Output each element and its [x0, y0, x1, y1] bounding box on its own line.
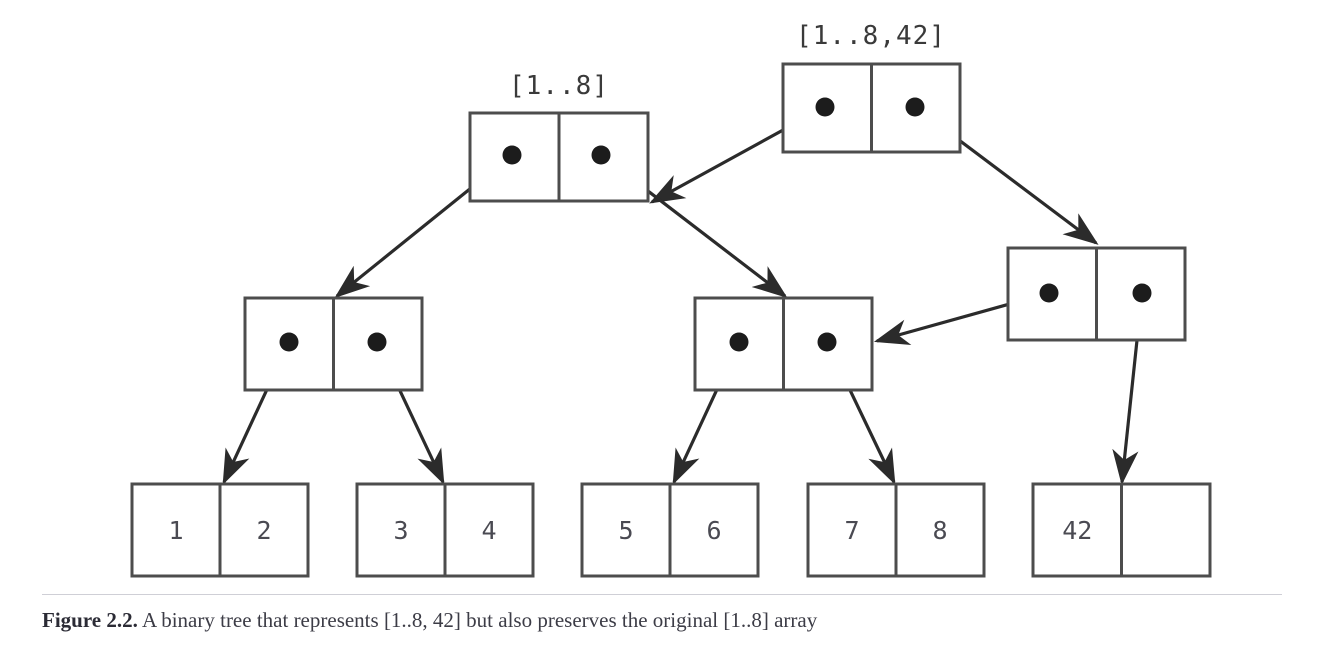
- leaf-node-7-8-cell-1: 8: [932, 516, 947, 545]
- leaf-node-3-4-cell-1: 4: [481, 516, 496, 545]
- leaf-node-7-8-cell-0: 7: [844, 516, 859, 545]
- internal-left-node-pointer-dot-1: [367, 332, 387, 352]
- leaf-node-42: 42: [1031, 482, 1212, 578]
- internal-far-right-node-pointer-dot-1: [1132, 283, 1152, 303]
- figure-caption-text: A binary tree that represents [1..8, 42]…: [137, 608, 818, 632]
- root-node: [1..8,42]: [781, 21, 962, 154]
- subtree-1-8-node-label: [1..8]: [509, 71, 609, 101]
- internal-far-right-node-pointer-dot-0: [1039, 283, 1059, 303]
- internal-left-node: [243, 296, 424, 392]
- internal-right-node: [693, 296, 874, 392]
- leaf-node-1-2-cell-1: 2: [256, 516, 271, 545]
- subtree-1-8-node: [1..8]: [468, 71, 650, 203]
- leaf-node-5-6-cell-1: 6: [706, 516, 721, 545]
- caption-divider: [42, 594, 1282, 595]
- root-node-pointer-dot-1: [905, 97, 925, 117]
- leaf-node-42-cell-0: 42: [1062, 516, 1092, 545]
- figure-caption: Figure 2.2. A binary tree that represent…: [42, 606, 1292, 635]
- internal-far-right-node: [1006, 246, 1187, 342]
- figure-caption-label: Figure 2.2.: [42, 608, 138, 632]
- subtree-1-8-node-pointer-dot-1: [591, 145, 611, 165]
- leaf-node-1-2-cell-0: 1: [168, 516, 183, 545]
- edges-layer: [222, 105, 1144, 486]
- leaf-node-3-4-cell-0: 3: [393, 516, 408, 545]
- internal-right-node-pointer-dot-0: [729, 332, 749, 352]
- subtree-1-8-node-pointer-dot-0: [502, 145, 522, 165]
- internal-left-node-pointer-dot-0: [279, 332, 299, 352]
- internal-right-node-pointer-dot-1: [817, 332, 837, 352]
- root-node-label: [1..8,42]: [796, 21, 946, 51]
- root-node-pointer-dot-0: [815, 97, 835, 117]
- leaf-node-5-6-cell-0: 5: [618, 516, 633, 545]
